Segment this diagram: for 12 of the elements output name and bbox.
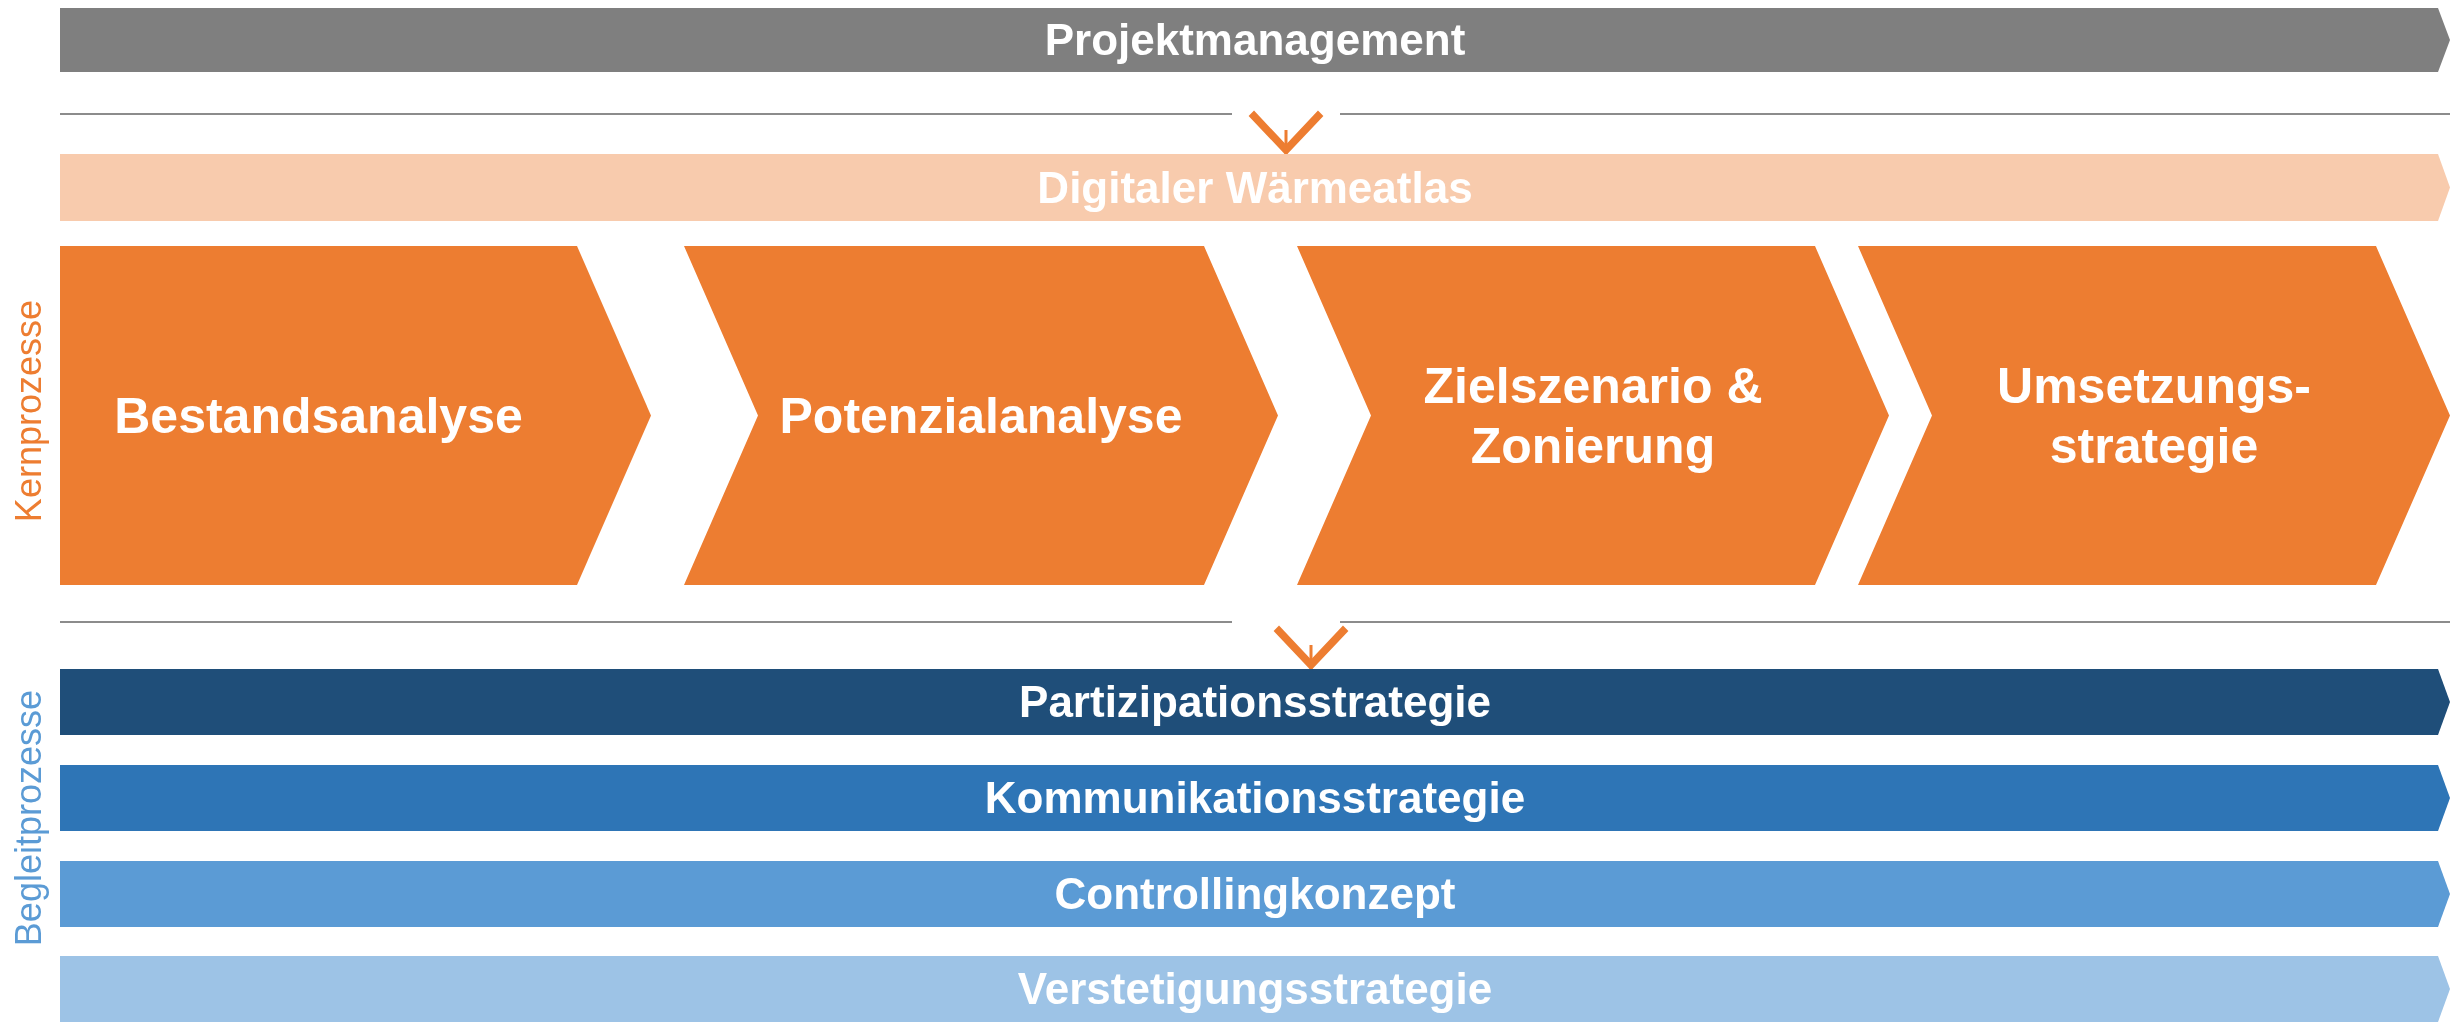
- process-band: Projektmanagement: [60, 8, 2450, 72]
- process-band: Partizipationsstrategie: [60, 669, 2450, 735]
- process-step: Zielszenario & Zonierung: [1297, 246, 1889, 585]
- process-step: Potenzialanalyse: [684, 246, 1278, 585]
- process-step: Bestandsanalyse: [60, 246, 651, 585]
- side-label: Kernprozesse: [8, 300, 50, 523]
- process-band: Controllingkonzept: [60, 861, 2450, 927]
- side-label: Begleitprozesse: [8, 690, 50, 947]
- process-band: Digitaler Wärmeatlas: [60, 154, 2450, 221]
- process-band: Kommunikationsstrategie: [60, 765, 2450, 831]
- process-step: Umsetzungs- strategie: [1858, 246, 2450, 585]
- process-band: Verstetigungsstrategie: [60, 956, 2450, 1022]
